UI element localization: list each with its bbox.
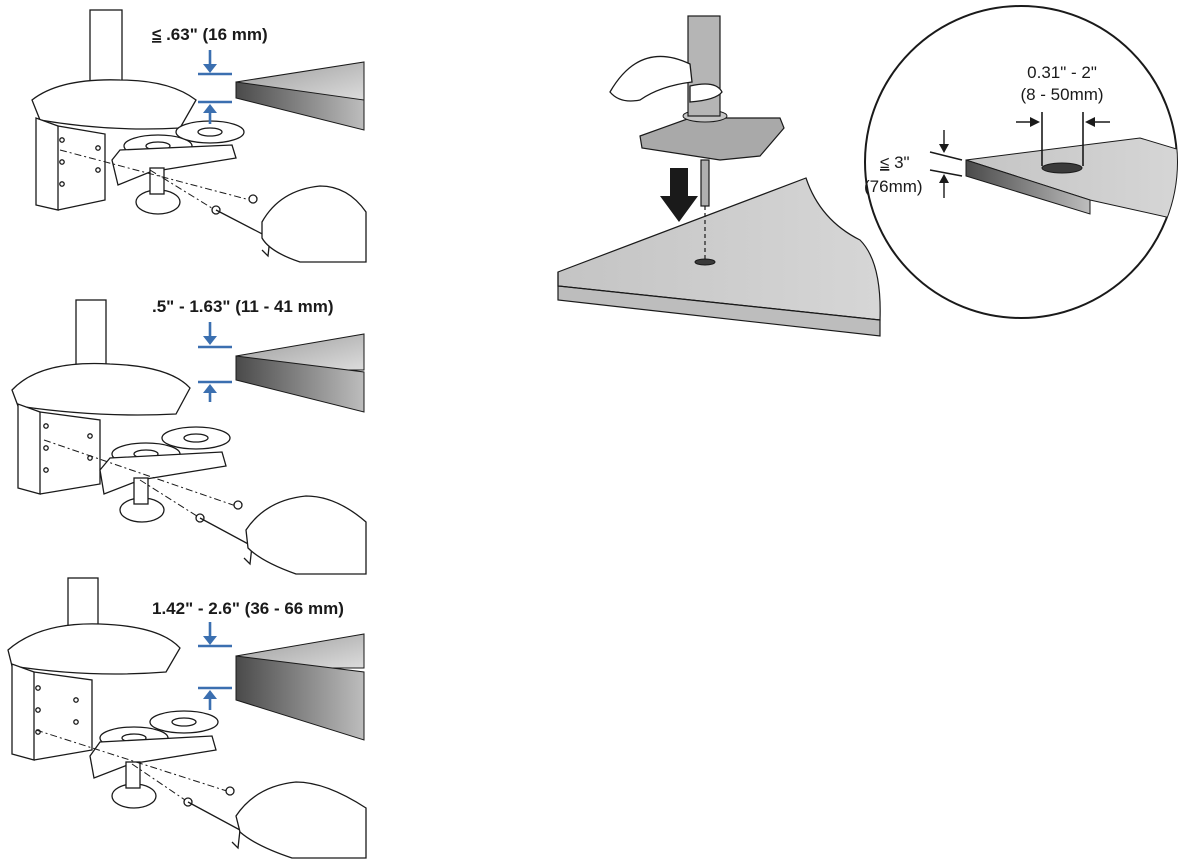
left-arrow-icon [1085,117,1095,127]
clamp-bracket [35,117,59,211]
clamp-range-label: ≤ .63" (16 mm) [152,25,268,44]
up-arrow-icon [939,174,949,183]
pole [67,577,99,631]
mount-bolt [700,159,710,207]
mount-base [639,117,785,161]
up-arrow-icon [203,384,217,393]
clamp-bracket [17,403,41,495]
clamp-range-label: 1.42" - 2.6" (36 - 66 mm) [152,599,344,618]
allen-key [187,801,241,850]
up-arrow-icon [203,104,217,113]
mount-base [7,623,181,675]
mount-base [11,362,191,416]
desk-hole [1041,162,1083,174]
hand [609,55,693,102]
down-arrow-icon [939,144,949,153]
thickness-label-metric: (76mm) [864,177,923,196]
right-arrow-icon [1030,117,1040,127]
desk-edge [965,159,1091,215]
mount-base [31,79,197,130]
hand [261,185,367,263]
pole [89,9,123,93]
desk-hole [694,258,716,266]
clamp-bracket [11,663,35,761]
screw [225,786,235,796]
thickness-label: ≤ 3" [880,153,910,172]
pole [75,299,107,373]
screw [233,500,243,510]
desk-edge [235,81,365,131]
hole-size-label: 0.31" - 2" [1027,63,1097,82]
screw [248,194,258,204]
washer [161,426,231,450]
up-arrow-icon [203,690,217,699]
desk-top [557,177,881,321]
clamp-panel-2: .5" - 1.63" (11 - 41 mm) [11,297,367,575]
desk-edge [235,355,365,413]
down-arrow-icon [203,636,217,645]
grommet-mount-illustration [557,15,881,337]
clamp-panel-1: ≤ .63" (16 mm) [31,9,367,263]
washer [175,120,245,144]
down-arrow-icon [660,168,698,222]
grommet-detail-callout: 0.31" - 2" (8 - 50mm) ≤ 3" (76mm) [864,5,1178,319]
desk-edge [235,655,365,741]
washer [149,710,219,734]
clamp-range-label: .5" - 1.63" (11 - 41 mm) [152,297,333,316]
allen-key [199,517,253,566]
hole-size-label-metric: (8 - 50mm) [1020,85,1103,104]
hand [245,495,367,575]
hand [235,781,367,859]
clamp-panel-3: 1.42" - 2.6" (36 - 66 mm) [7,577,367,859]
down-arrow-icon [203,336,217,345]
down-arrow-icon [203,64,217,73]
